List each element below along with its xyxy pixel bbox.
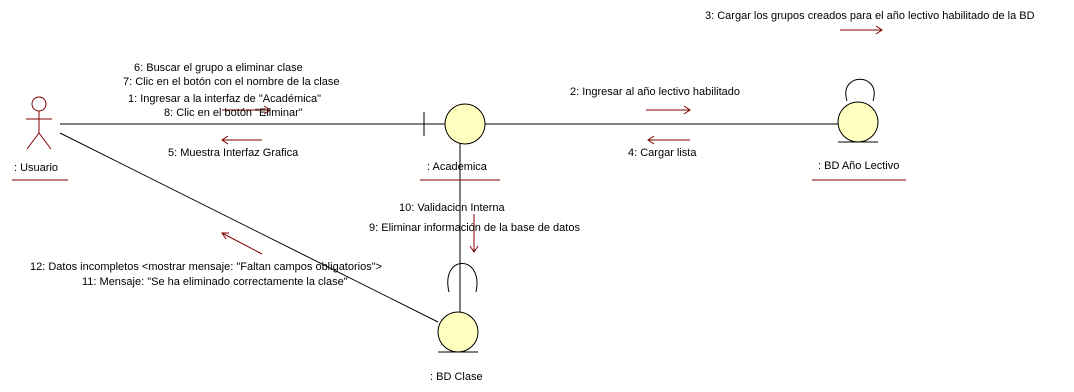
message-4-label: 4: Cargar lista — [628, 147, 697, 159]
bd-clase-entity-icon — [437, 311, 479, 353]
message-arrow-9-10 — [469, 214, 479, 253]
message-5-label: 5: Muestra Interfaz Grafica — [168, 147, 299, 159]
message-12-label: 12: Datos incompletos <mostrar mensaje: … — [30, 261, 382, 273]
self-loop-bd-clase — [447, 263, 478, 293]
usuario-label: : Usuario — [14, 162, 58, 174]
message-3-label: 3: Cargar los grupos creados para el año… — [705, 10, 1035, 22]
bd-clase-label: : BD Clase — [430, 371, 483, 383]
message-9-label: 9: Eliminar información de la base de da… — [369, 222, 580, 234]
message-1-label: 1: Ingresar a la interfaz de "Académica" — [128, 93, 321, 105]
usuario-actor-icon — [26, 96, 52, 150]
message-8-label: 8: Clic en el botón "Eliminar" — [164, 107, 303, 119]
link-usuario-bdclase — [59, 132, 439, 323]
bd-anio-label: : BD Año Lectivo — [818, 160, 899, 172]
message-arrow-5 — [221, 135, 262, 145]
academica-label: : Academica — [427, 161, 488, 173]
message-2-label: 2: Ingresar al año lectivo habilitado — [570, 86, 740, 98]
message-arrow-4 — [647, 135, 690, 145]
message-10-label: 10: Validacion Interna — [399, 202, 505, 214]
message-arrow-3 — [840, 25, 883, 35]
academica-boundary-icon — [423, 103, 486, 145]
message-arrow-11-12 — [221, 232, 263, 255]
message-arrow-2 — [646, 105, 691, 115]
self-loop-bd-anio — [845, 78, 875, 102]
message-7-label: 7: Clic en el botón con el nombre de la … — [123, 76, 339, 88]
message-6-label: 6: Buscar el grupo a eliminar clase — [134, 62, 303, 74]
message-arrow-1-8 — [222, 105, 271, 115]
bd-anio-entity-icon — [837, 101, 879, 143]
message-11-label: 11: Mensaje: "Se ha eliminado correctame… — [82, 276, 348, 288]
